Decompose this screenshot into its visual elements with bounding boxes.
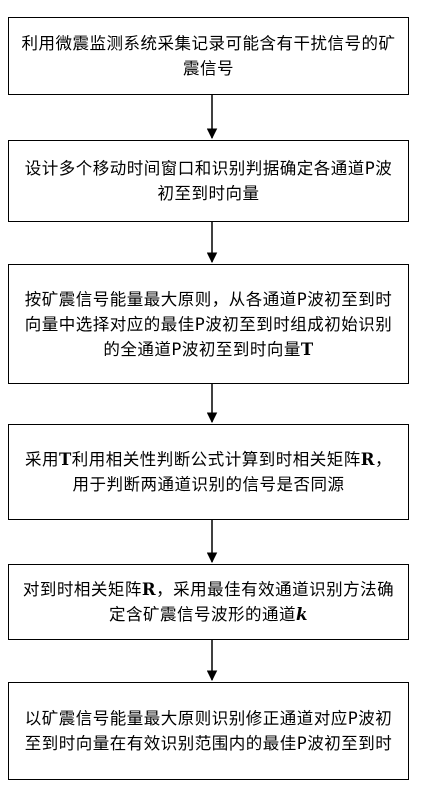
- step-2-text: 设计多个移动时间窗口和识别判据确定各通道P波初至到时向量: [19, 156, 398, 206]
- step-5-text: 对到时相关矩阵R，采用最佳有效通道识别方法确定含矿震信号波形的通道k: [22, 580, 395, 624]
- step-4-text: 采用T利用相关性判断公式计算到时相关矩阵R，用于判断两通道识别的信号是否同源: [25, 450, 392, 494]
- step-6-text: 以矿震信号能量最大原则识别修正通道对应P波初至到时向量在有效识别范围内的最佳P波…: [24, 709, 393, 753]
- step-4-box: 采用T利用相关性判断公式计算到时相关矩阵R，用于判断两通道识别的信号是否同源: [8, 424, 409, 520]
- step-1-box: 利用微震监测系统采集记录可能含有干扰信号的矿震信号: [8, 17, 409, 95]
- step-6-box: 以矿震信号能量最大原则识别修正通道对应P波初至到时向量在有效识别范围内的最佳P波…: [8, 682, 409, 780]
- step-5-box: 对到时相关矩阵R，采用最佳有效通道识别方法确定含矿震信号波形的通道k: [8, 564, 409, 640]
- step-1-text: 利用微震监测系统采集记录可能含有干扰信号的矿震信号: [21, 34, 396, 78]
- step-2-part: 设计多个移动时间窗口和识别判据确定各通道P波初至到时向量: [24, 159, 393, 203]
- step-3-box: 按矿震信号能量最大原则，从各通道P波初至到时向量中选择对应的最佳P波初至到时组成…: [8, 264, 409, 384]
- step-3-text: 按矿震信号能量最大原则，从各通道P波初至到时向量中选择对应的最佳P波初至到时组成…: [24, 289, 393, 359]
- step-2-box: 设计多个移动时间窗口和识别判据确定各通道P波初至到时向量: [8, 140, 409, 222]
